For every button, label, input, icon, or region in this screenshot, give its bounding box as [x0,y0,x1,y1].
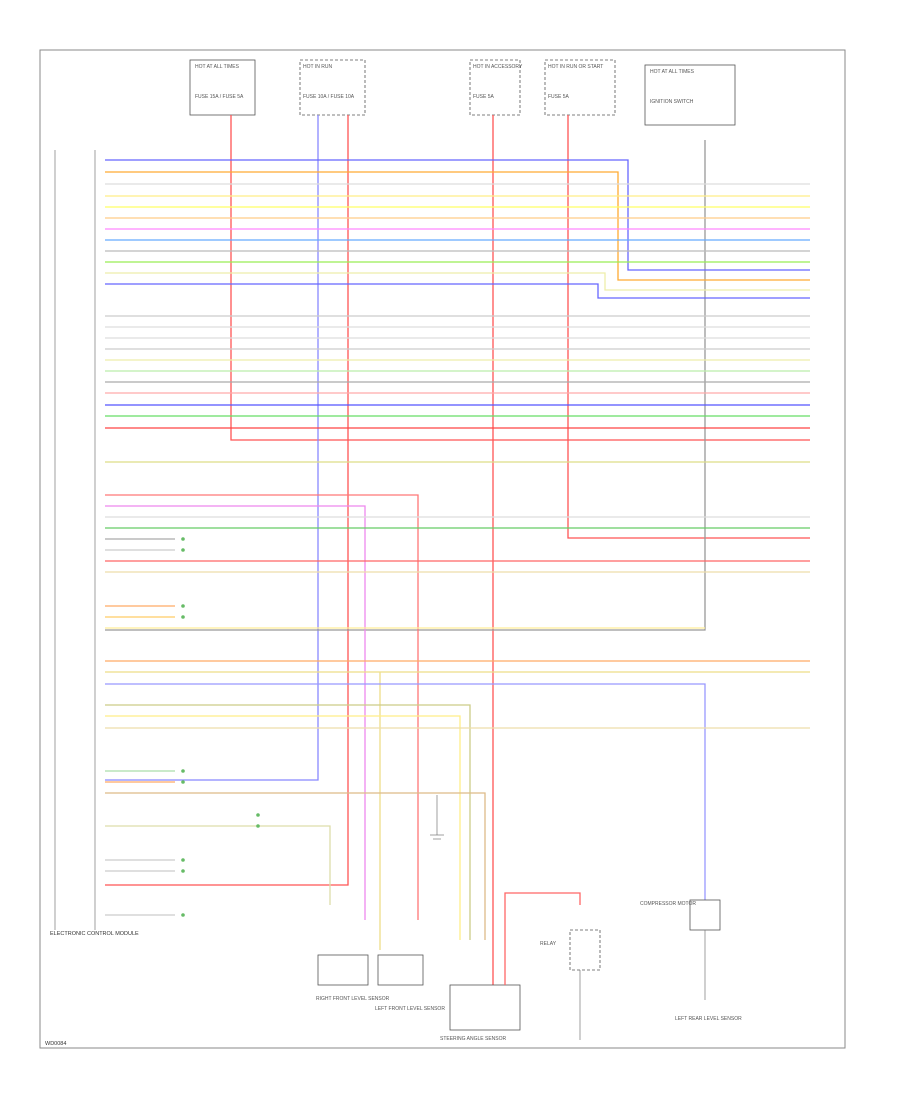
left-front-level-sensor-label: LEFT FRONT LEVEL SENSOR [375,1006,445,1012]
fuse-block-4-fuses: FUSE 5A [548,94,570,100]
fuse-block-1-label: HOT AT ALL TIMES [195,64,240,70]
wire-group-3 [105,494,810,920]
fuse-block-2: HOT IN RUN FUSE 10A / FUSE 10A [299,59,366,116]
fuse-block-2-label: HOT IN RUN [303,64,332,70]
wire-group-1 [105,159,810,299]
fuse-block-5: HOT AT ALL TIMES IGNITION SWITCH [644,64,736,126]
compressor-motor-label: COMPRESSOR MOTOR [640,901,696,907]
left-rear-level-sensor: COMPRESSOR MOTOR LEFT REAR LEVEL SENSOR [640,899,742,1022]
wire-group-5 [105,770,486,940]
wire-blue-supply [105,115,319,781]
fuse-block-1: HOT AT ALL TIMES FUSE 15A / FUSE 5A [189,59,256,116]
ecm-title: ELECTRONIC CONTROL MODULE [50,931,139,937]
fuse-block-4-label: HOT IN RUN OR START [548,64,603,70]
diagram-frame [39,49,846,1049]
relay: RELAY [540,929,601,1040]
wire-group-2 [105,315,810,463]
wire-group-4 [105,605,810,950]
steering-angle-sensor-label: STEERING ANGLE SENSOR [440,1036,507,1042]
wire-red-supply-2 [105,115,349,886]
fuse-block-5-label: HOT AT ALL TIMES [650,69,695,75]
wire-red-supply-4 [567,115,810,539]
wire-red-supply-1 [230,115,810,441]
wire-gray-supply [105,140,706,631]
ground-symbol [430,795,444,840]
splice-markers [181,537,260,917]
steering-angle-sensor: STEERING ANGLE SENSOR [440,892,581,1042]
relay-label: RELAY [540,941,557,947]
fuse-block-3-label: HOT IN ACCESSORY [473,64,523,70]
left-rear-level-sensor-label: LEFT REAR LEVEL SENSOR [675,1016,742,1022]
fuse-block-4: HOT IN RUN OR START FUSE 5A [544,59,616,116]
page-reference: WD0084 [45,1041,66,1047]
fuse-block-3-fuses: FUSE 5A [473,94,495,100]
fuse-block-5-fuses: IGNITION SWITCH [650,99,694,105]
fuse-block-2-fuses: FUSE 10A / FUSE 10A [303,94,355,100]
fuse-block-1-fuses: FUSE 15A / FUSE 5A [195,94,244,100]
right-front-level-sensor: RIGHT FRONT LEVEL SENSOR [316,954,390,1002]
right-front-level-sensor-label: RIGHT FRONT LEVEL SENSOR [316,996,390,1002]
fuse-block-3: HOT IN ACCESSORY FUSE 5A [469,59,523,116]
left-front-level-sensor: LEFT FRONT LEVEL SENSOR [375,954,445,1012]
